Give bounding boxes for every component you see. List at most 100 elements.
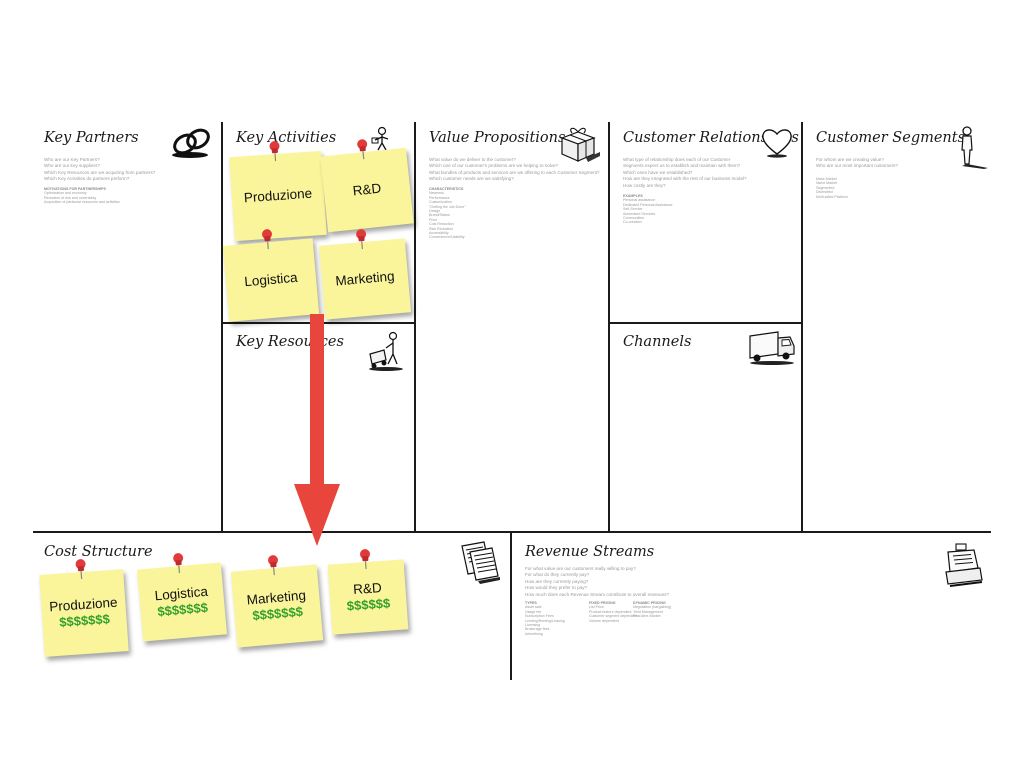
sub-item: Yield Management bbox=[633, 609, 663, 614]
prompt-line: For what value are our customers really … bbox=[525, 566, 636, 571]
note-label: Produzione bbox=[243, 185, 313, 206]
push-pin-icon bbox=[357, 139, 368, 160]
activity-note-logistica[interactable]: Logistica bbox=[222, 229, 320, 322]
person-icon bbox=[961, 126, 988, 169]
sub-item: Volume dependent bbox=[589, 618, 619, 623]
note-label: R&D bbox=[351, 180, 382, 199]
sub-item: Communities bbox=[623, 216, 644, 221]
sub-item: Customization bbox=[429, 200, 452, 205]
sub-item: Acquisition of particular resources and … bbox=[44, 200, 120, 205]
sub-item: Mass Market bbox=[816, 177, 837, 181]
prompt-line: What type of relationship does each of o… bbox=[623, 157, 731, 162]
prompt-line: Which Key Activities do partners perform… bbox=[44, 176, 130, 182]
grid-line-h-bottom bbox=[33, 531, 991, 533]
push-pin-icon bbox=[173, 553, 184, 574]
prompt-line: Which Key Resources are we acquiring fro… bbox=[44, 169, 156, 175]
note-cost: $$$$$$$ bbox=[251, 603, 304, 624]
prompt-line: How are they currently paying? bbox=[525, 578, 589, 584]
value-propositions-characteristics: CHARACTERISTICS Newness Performance Cust… bbox=[429, 187, 466, 240]
sub-item: Brand/Status bbox=[429, 213, 450, 218]
value-propositions-prompts: What value do we deliver to the customer… bbox=[429, 157, 600, 183]
cost-note-logistica[interactable]: Logistica $$$$$$$ bbox=[137, 553, 227, 642]
invoice-icon bbox=[461, 541, 500, 584]
key-partners-motivations: MOTIVATIONS FOR PARTNERSHIPS Optimizatio… bbox=[44, 187, 120, 205]
sub-item: Diversified bbox=[816, 190, 833, 195]
sub-caption: DYNAMIC PRICING bbox=[633, 601, 666, 605]
prompt-line: Which customer needs are we satisfying? bbox=[429, 176, 514, 182]
sub-item: Negotiation (bargaining) bbox=[633, 605, 672, 610]
delivery-truck-icon bbox=[749, 331, 795, 365]
sub-caption: EXAMPLES bbox=[623, 194, 643, 198]
push-pin-icon bbox=[269, 141, 280, 162]
cost-structure-title: Cost Structure bbox=[44, 544, 153, 560]
sub-item: Asset sale bbox=[525, 605, 542, 610]
sub-item: Price bbox=[429, 217, 438, 222]
revenue-dynamic-pricing-column: DYNAMIC PRICING Negotiation (bargaining)… bbox=[633, 601, 671, 619]
prompt-line: How costly are they? bbox=[623, 182, 666, 188]
chain-links-icon bbox=[172, 128, 210, 158]
arrow-down-icon bbox=[294, 314, 340, 546]
note-label: Logistica bbox=[243, 269, 299, 290]
grid-line-h-relationships bbox=[609, 322, 802, 324]
revenue-types-column: TYPES Asset sale Usage fee Subscription … bbox=[525, 601, 565, 636]
sub-item: Licensing bbox=[525, 623, 541, 628]
grid-line-v-activities bbox=[414, 122, 416, 532]
prompt-line: How are they integrated with the rest of… bbox=[623, 176, 747, 182]
sub-item: Convenience/Usability bbox=[429, 235, 465, 240]
sub-item: Automated Services bbox=[623, 211, 656, 216]
sub-item: Segmented bbox=[816, 185, 835, 190]
cost-note-rd[interactable]: R&D $$$$$$ bbox=[327, 549, 409, 635]
key-partners-title: Key Partners bbox=[44, 130, 139, 146]
note-label: Marketing bbox=[334, 268, 396, 289]
customer-relationships-title: Customer Relationships bbox=[623, 130, 799, 146]
revenue-streams-title: Revenue Streams bbox=[525, 544, 655, 560]
prompt-line: Segments expect us to establish and main… bbox=[623, 163, 741, 169]
worker-icon bbox=[371, 126, 389, 151]
key-partners-prompts: Who are our Key Partners? Who are our ke… bbox=[44, 157, 155, 183]
sub-item: Accessibility bbox=[429, 231, 449, 236]
sub-item: Dedicated Personal Assistance bbox=[623, 202, 673, 207]
heart-icon bbox=[762, 129, 792, 158]
activity-note-marketing[interactable]: Marketing bbox=[318, 229, 412, 320]
sub-item: Reduction of risk and uncertainty bbox=[44, 195, 97, 200]
push-pin-icon bbox=[75, 559, 86, 580]
prompt-line: How would they prefer to pay? bbox=[525, 585, 588, 591]
gift-box-icon bbox=[560, 127, 600, 162]
customer-segments-prompts: For whom are we creating value? Who are … bbox=[816, 157, 898, 170]
sub-item: Multi-sided Platform bbox=[816, 194, 848, 199]
prompt-line: Who are our key suppliers? bbox=[44, 163, 100, 169]
sub-item: Brokerage fees bbox=[525, 627, 550, 632]
sub-item: Design bbox=[429, 209, 441, 214]
sub-item: Newness bbox=[429, 191, 444, 196]
cost-note-produzione[interactable]: Produzione $$$$$$$ bbox=[39, 559, 129, 657]
prompt-line: Which one of our customer's problems are… bbox=[429, 163, 559, 169]
sub-item: Optimization and economy bbox=[44, 191, 87, 196]
sub-item: Personal assistance bbox=[623, 198, 656, 203]
grid-line-v-relationships bbox=[801, 122, 803, 532]
sub-item: Lending/Renting/Leasing bbox=[525, 618, 565, 623]
sub-item: Risk Reduction bbox=[429, 226, 454, 231]
sub-item: Advertising bbox=[525, 631, 543, 636]
sub-item: Customer segment dependent bbox=[589, 614, 638, 619]
sub-item: Subscription Fees bbox=[525, 614, 554, 619]
sub-item: Usage fee bbox=[525, 609, 542, 614]
cost-note-marketing[interactable]: Marketing $$$$$$$ bbox=[230, 555, 324, 648]
push-pin-icon bbox=[356, 229, 367, 250]
grid-line-v-value bbox=[608, 122, 610, 532]
activity-note-produzione[interactable]: Produzione bbox=[229, 141, 327, 242]
revenue-fixed-pricing-column: FIXED PRICING List Price Product feature… bbox=[589, 601, 637, 623]
note-cost: $$$$$$ bbox=[346, 595, 391, 614]
sub-item: "Getting the Job Done" bbox=[429, 204, 466, 209]
grid-line-v-bottom bbox=[510, 532, 512, 680]
customer-relationships-examples: EXAMPLES Personal assistance Dedicated P… bbox=[623, 194, 673, 225]
cash-register-icon bbox=[945, 543, 983, 587]
prompt-line: How much does each Revenue Stream contri… bbox=[525, 591, 670, 597]
push-pin-icon bbox=[261, 229, 272, 250]
channels-title: Channels bbox=[623, 334, 692, 350]
prompt-line: For whom are we creating value? bbox=[816, 157, 884, 162]
prompt-line: Who are our most important customers? bbox=[816, 163, 898, 169]
sub-item: List Price bbox=[589, 605, 604, 610]
activity-note-rd[interactable]: R&D bbox=[320, 139, 414, 233]
customer-segments-types: Mass Market Niche Market Segmented Diver… bbox=[816, 177, 848, 199]
sub-item: Cost Reduction bbox=[429, 222, 454, 227]
